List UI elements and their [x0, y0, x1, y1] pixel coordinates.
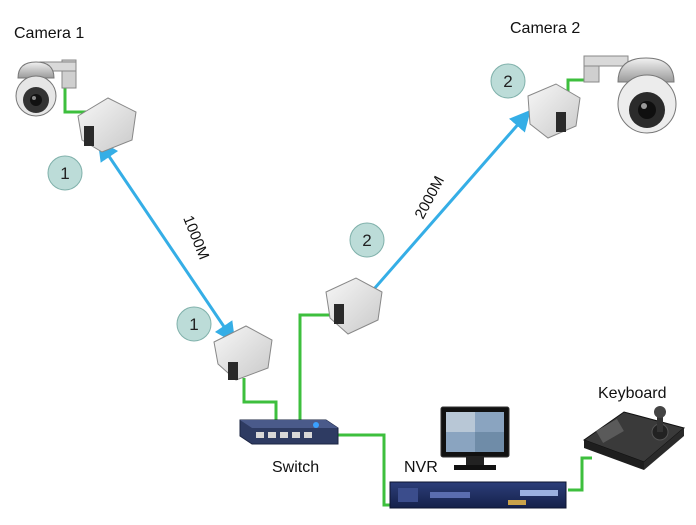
- wireless-link-1: [97, 139, 236, 344]
- svg-text:2: 2: [503, 72, 512, 91]
- bridge-unit-camera2: [527, 83, 581, 139]
- cable-nvr-keyboard: [568, 456, 592, 492]
- monitor-icon: [440, 406, 510, 470]
- camera2-icon: [583, 55, 677, 134]
- bridge-unit-switch1: [213, 325, 273, 381]
- camera1-label: Camera 1: [14, 25, 84, 42]
- cable-bridge2-switch: [298, 313, 338, 430]
- bridge-unit-camera1: [77, 97, 137, 153]
- nvr-icon: [389, 481, 567, 509]
- link2-distance-label: 2000M: [412, 173, 449, 221]
- cable-switch-nvr: [323, 433, 392, 507]
- badge-switch2: 2: [349, 222, 385, 258]
- link1-distance-label: 1000M: [179, 213, 212, 262]
- camera2-label: Camera 2: [510, 20, 580, 37]
- keyboard-icon: [582, 406, 686, 470]
- svg-text:1: 1: [60, 164, 69, 183]
- bridge-unit-switch2: [325, 277, 383, 335]
- badge-switch1: 1: [176, 306, 212, 342]
- keyboard-label: Keyboard: [598, 385, 667, 402]
- switch-icon: [239, 419, 339, 445]
- cables: [63, 78, 592, 507]
- nvr-label: NVR: [404, 459, 438, 476]
- badge-camera1: 1: [47, 155, 83, 191]
- cable-bridge1-switch: [242, 378, 278, 432]
- svg-text:1: 1: [189, 315, 198, 334]
- camera1-icon: [15, 59, 77, 117]
- cable-camera1-bridge: [63, 88, 92, 114]
- switch-label: Switch: [272, 459, 319, 476]
- wireless-link-2: [357, 109, 531, 309]
- svg-text:2: 2: [362, 231, 371, 250]
- badge-camera2: 2: [490, 63, 526, 99]
